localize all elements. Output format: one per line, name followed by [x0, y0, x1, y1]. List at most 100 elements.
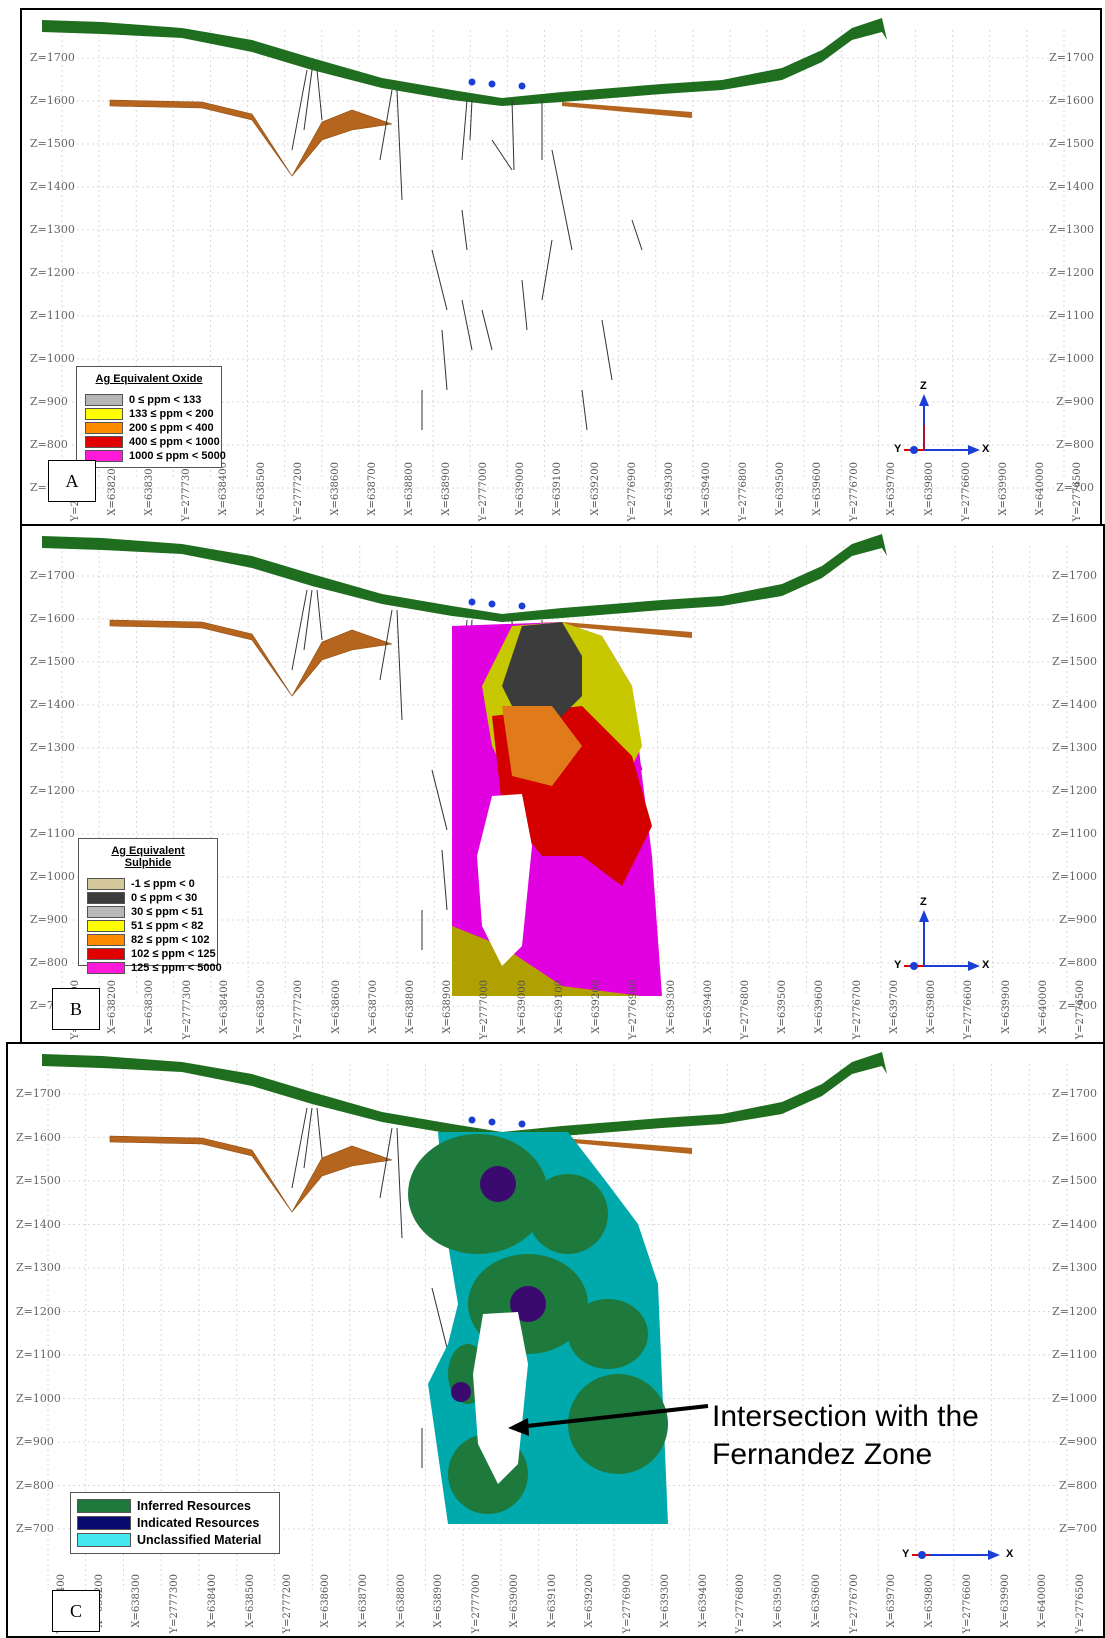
legend-label: 102 ≤ ppm < 125	[131, 948, 216, 960]
axis-z-label: Z	[920, 380, 927, 392]
axis-x-label: X	[1006, 1548, 1014, 1560]
z-elevation-label: Z=1000	[30, 870, 75, 883]
z-elevation-label: Z=1700	[30, 51, 75, 64]
drillhole-trace	[581, 389, 588, 431]
drillhole-trace	[379, 609, 393, 681]
section-a-plot	[42, 18, 1065, 489]
axis-x-label: X	[982, 443, 990, 455]
x-coordinate-label: Y=2777000	[471, 1574, 483, 1634]
drillhole-trace	[481, 309, 493, 351]
z-elevation-label: Z=1300	[1052, 741, 1097, 754]
indicated-resource-zone	[480, 1166, 516, 1202]
x-coordinate-label: X=638700	[366, 462, 378, 516]
z-elevation-label: Z=1500	[30, 655, 75, 668]
z-elevation-label: Z=1600	[16, 1130, 61, 1144]
x-coordinate-label: Y=2776800	[735, 1574, 747, 1634]
legend-item: 133 ≤ ppm < 200	[85, 407, 214, 421]
drillhole-trace	[379, 89, 393, 161]
x-coordinate-label: X=638800	[404, 462, 415, 516]
inferred-resource-zone	[408, 1134, 548, 1254]
drillhole-trace	[396, 609, 403, 721]
x-coordinate-label: X=638400	[206, 1574, 218, 1628]
legend-label: 82 ≤ ppm < 102	[131, 934, 210, 946]
drillhole-trace	[491, 139, 513, 171]
z-elevation-label: Z=1100	[1049, 309, 1094, 322]
z-elevation-label: Z=1700	[1052, 569, 1097, 582]
z-elevation-label: Z=1400	[1052, 1217, 1097, 1231]
x-coordinate-label: Y=2776900	[626, 462, 638, 522]
legend-swatch	[87, 878, 125, 890]
drillhole-trace	[316, 589, 323, 641]
legend-swatch	[87, 892, 125, 904]
legend-item: 102 ≤ ppm < 125	[87, 947, 216, 961]
z-elevation-label: Z=1100	[1052, 827, 1097, 840]
z-elevation-label: Z=1400	[1052, 698, 1097, 711]
z-elevation-label: Z=800	[30, 956, 68, 969]
z-elevation-label: Z=1700	[16, 1087, 61, 1100]
z-elevation-label: Z=1200	[1052, 1304, 1097, 1318]
drillhole-collar	[518, 82, 526, 90]
x-coordinate-label: X=638800	[405, 980, 416, 1034]
fernandez-zone-void	[473, 1312, 528, 1484]
x-coordinate-label: X=638700	[357, 1574, 369, 1628]
legend-swatch	[85, 450, 123, 462]
drillhole-trace	[521, 279, 528, 331]
legend-item: -1 ≤ ppm < 0	[87, 877, 209, 891]
drillhole-collar	[518, 602, 526, 610]
drillhole-trace	[303, 1107, 313, 1169]
z-elevation-label: Z=1000	[1052, 1391, 1097, 1405]
x-coordinate-label: X=638300	[144, 462, 156, 516]
x-coordinate-label: Y=2776600	[963, 980, 975, 1040]
z-elevation-label: Z=800	[1056, 438, 1094, 451]
x-coordinate-label: X=639900	[1000, 980, 1012, 1034]
z-elevation-label: Z=800	[1059, 1478, 1097, 1492]
z-elevation-label: Z=800	[16, 1478, 54, 1492]
fernandez-zone-void	[477, 794, 532, 966]
drillhole-trace	[461, 99, 468, 161]
x-coordinate-label: X=639100	[553, 980, 565, 1034]
legend-swatch	[85, 436, 123, 448]
x-coordinate-label: Y=2776500	[1075, 1574, 1086, 1634]
x-coordinate-label: X=639500	[773, 1574, 785, 1628]
x-coordinate-label: Y=2777000	[479, 980, 491, 1040]
x-coordinate-label: X=638900	[441, 462, 453, 516]
legend-swatch	[77, 1515, 131, 1530]
drillhole-trace	[461, 209, 468, 251]
drillhole-collar	[468, 78, 476, 86]
z-elevation-label: Z=1000	[1049, 352, 1094, 365]
x-coordinate-label: X=639300	[665, 980, 677, 1034]
z-elevation-label: Z=900	[30, 913, 68, 926]
legend-swatch	[87, 906, 125, 918]
legend-title: Ag Equivalent Sulphide	[111, 845, 185, 869]
fault-plane	[109, 99, 393, 177]
drillhole-trace	[291, 69, 308, 151]
drillhole-trace	[316, 1107, 323, 1159]
legend-swatch	[85, 394, 123, 406]
z-elevation-label: Z=1200	[30, 784, 75, 797]
axis-triad-a: Z X Y	[894, 380, 992, 470]
z-elevation-label: Z=1100	[30, 309, 75, 322]
z-elevation-label: Z=1700	[1052, 1087, 1097, 1100]
panel-label-b: B	[52, 988, 100, 1030]
x-coordinate-label: X=638200	[107, 980, 119, 1034]
z-elevation-label: Z=1500	[1052, 655, 1097, 668]
fault-plane	[109, 619, 393, 697]
x-coordinate-label: X=638600	[320, 1574, 332, 1628]
z-elevation-label: Z=1600	[30, 612, 75, 625]
x-coordinate-label: X=638500	[255, 462, 267, 516]
z-elevation-label: Z=1400	[1049, 180, 1094, 193]
legend-title: Ag Equivalent Oxide	[95, 373, 203, 385]
z-elevation-label: Z=1400	[30, 180, 75, 193]
z-elevation-label: Z=900	[30, 395, 68, 408]
drillhole-trace	[631, 219, 643, 251]
x-coordinate-label: Y=2777000	[478, 462, 490, 522]
indicated-resource-zone	[510, 1286, 546, 1322]
drillhole-collar	[468, 1116, 476, 1124]
legend-label: Indicated Resources	[137, 1515, 260, 1530]
z-elevation-label: Z=900	[1059, 1435, 1097, 1448]
legend-label: 30 ≤ ppm < 51	[131, 906, 204, 918]
legend-label: 1000 ≤ ppm < 5000	[129, 450, 226, 462]
drillhole-trace	[431, 1287, 448, 1349]
z-elevation-label: Z=1200	[30, 266, 75, 279]
fault-plane-east	[562, 1138, 692, 1154]
